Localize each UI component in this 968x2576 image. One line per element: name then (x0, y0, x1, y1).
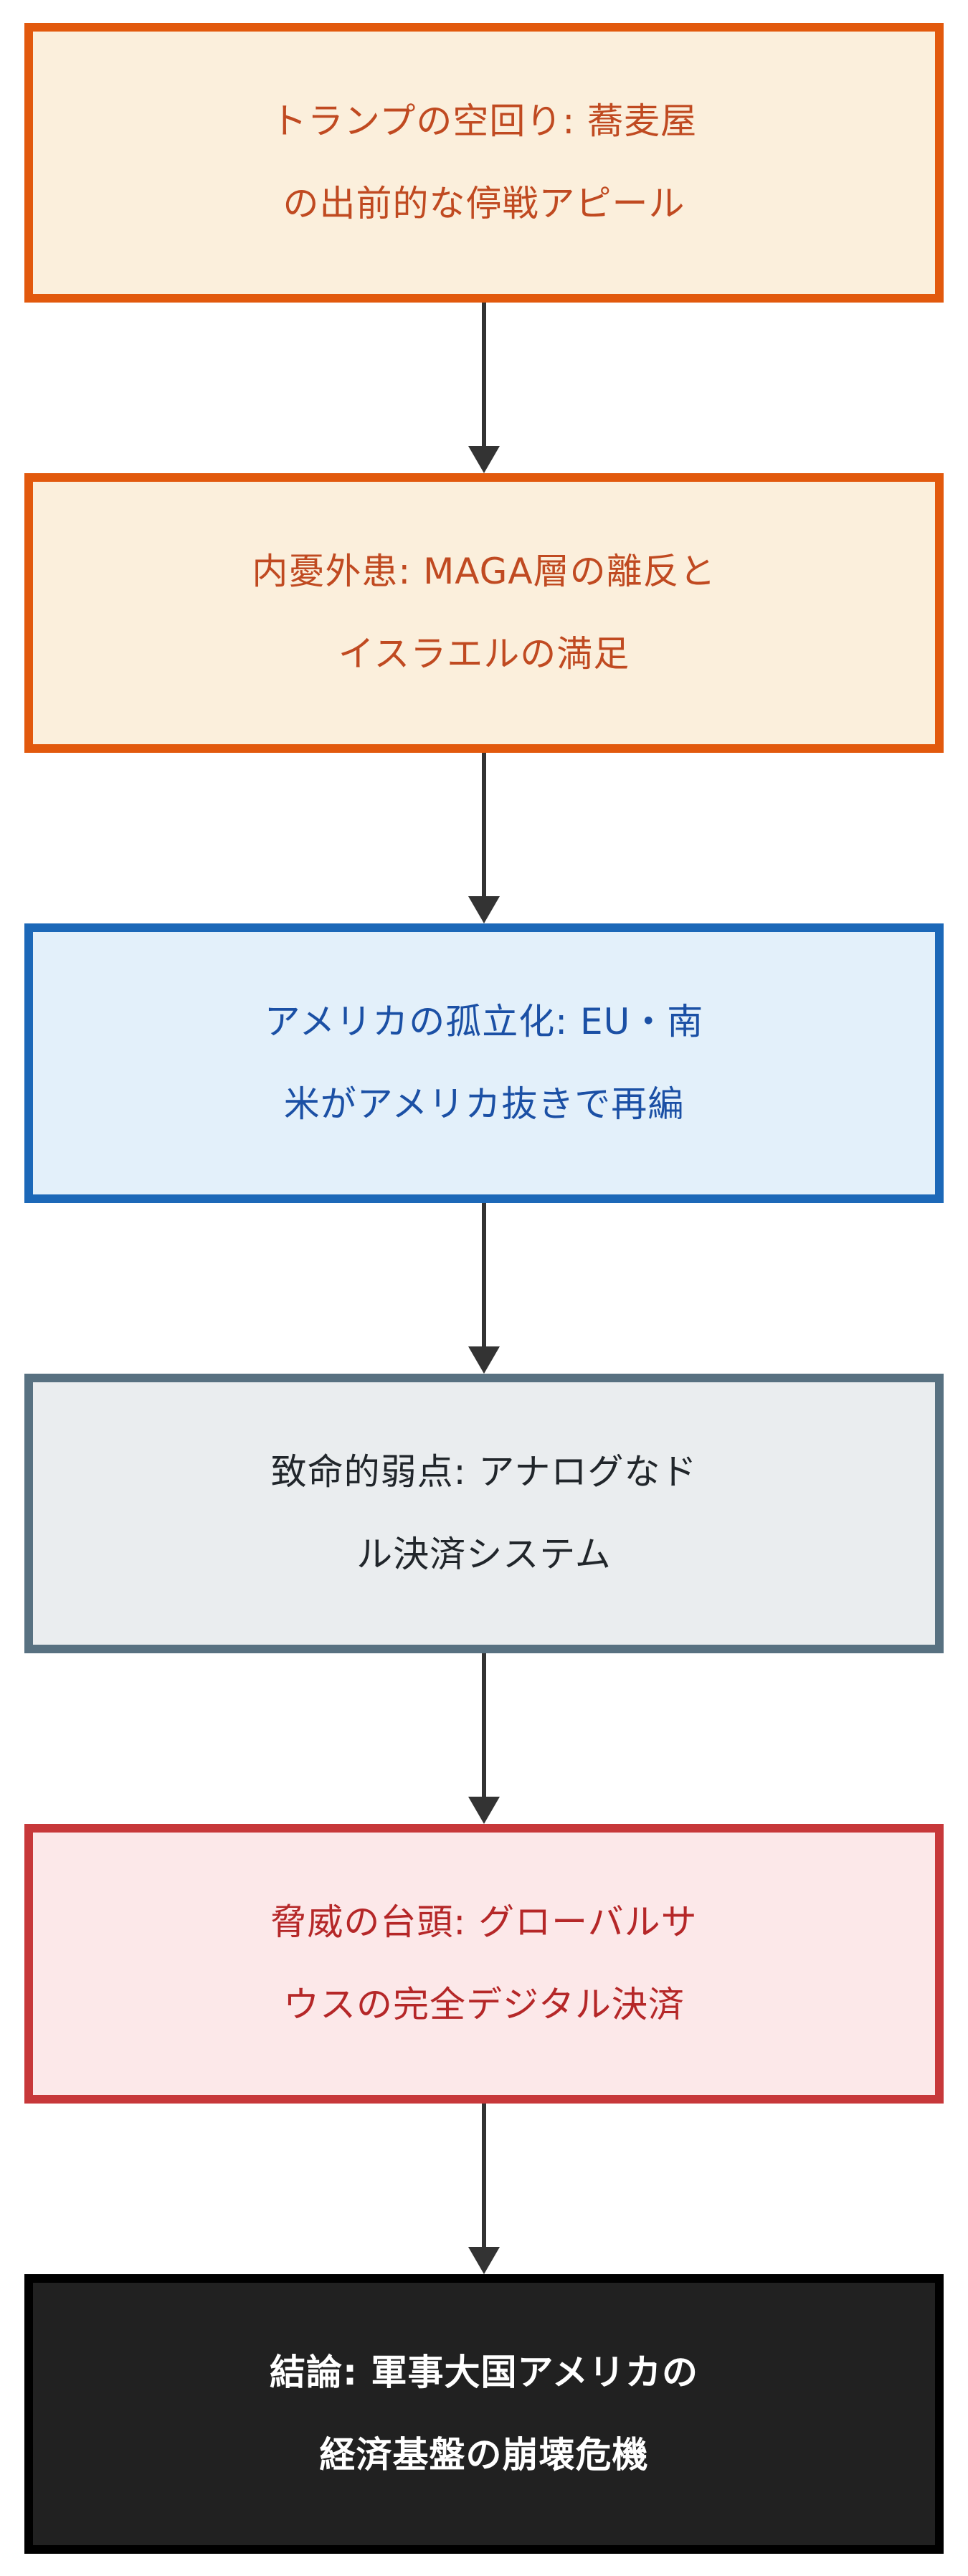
node-conclusion-collapse-risk: 結論: 軍事大国アメリカの 経済基盤の崩壊危機 (24, 2274, 944, 2554)
node-label-line: 内憂外患: MAGA層の離反と (252, 551, 716, 592)
node-label-line: 脅威の台頭: グローバルサ (270, 1901, 698, 1943)
node-label: 内憂外患: MAGA層の離反と イスラエルの満足 (33, 531, 935, 695)
node-label-line: アメリカの孤立化: EU・南 (264, 1001, 704, 1042)
node-internal-external-troubles: 内憂外患: MAGA層の離反と イスラエルの満足 (24, 473, 944, 753)
node-label-line: イスラエルの満足 (338, 633, 630, 675)
arrow-shaft (482, 1203, 486, 1346)
node-label: 結論: 軍事大国アメリカの 経済基盤の崩壊危機 (33, 2332, 935, 2496)
node-label-line: 結論: 軍事大国アメリカの (270, 2352, 698, 2393)
node-label-line: 米がアメリカ抜きで再編 (283, 1083, 685, 1125)
arrow-head-icon (468, 1797, 500, 1824)
node-label: アメリカの孤立化: EU・南 米がアメリカ抜きで再編 (33, 981, 935, 1146)
node-label-line: ウスの完全デジタル決済 (283, 1984, 685, 2025)
flow-arrow (468, 303, 500, 473)
arrow-head-icon (468, 896, 500, 923)
node-label: 致命的弱点: アナログなド ル決済システム (33, 1431, 935, 1596)
arrow-head-icon (468, 446, 500, 473)
arrow-shaft (482, 753, 486, 896)
node-threat-rise: 脅威の台頭: グローバルサ ウスの完全デジタル決済 (24, 1824, 944, 2104)
flow-arrow (468, 753, 500, 923)
node-fatal-weakness: 致命的弱点: アナログなド ル決済システム (24, 1374, 944, 1653)
arrow-head-icon (468, 2247, 500, 2274)
node-label: 脅威の台頭: グローバルサ ウスの完全デジタル決済 (33, 1881, 935, 2046)
node-label-line: トランプの空回り: 蕎麦屋 (270, 100, 698, 142)
node-us-isolation: アメリカの孤立化: EU・南 米がアメリカ抜きで再編 (24, 923, 944, 1203)
arrow-head-icon (468, 1346, 500, 1374)
flow-arrow (468, 1653, 500, 1824)
arrow-shaft (482, 1653, 486, 1797)
flow-arrow (468, 1203, 500, 1374)
arrow-shaft (482, 303, 486, 446)
arrow-shaft (482, 2104, 486, 2247)
node-label-line: の出前的な停戦アピール (283, 183, 685, 224)
node-trump-ceasefire-appeal: トランプの空回り: 蕎麦屋 の出前的な停戦アピール (24, 23, 944, 303)
node-label-line: ル決済システム (356, 1534, 612, 1575)
flow-arrow (468, 2104, 500, 2274)
node-label-line: 致命的弱点: アナログなド (270, 1451, 698, 1493)
node-label: トランプの空回り: 蕎麦屋 の出前的な停戦アピール (33, 80, 935, 245)
node-label-line: 経済基盤の崩壊危機 (319, 2434, 649, 2476)
